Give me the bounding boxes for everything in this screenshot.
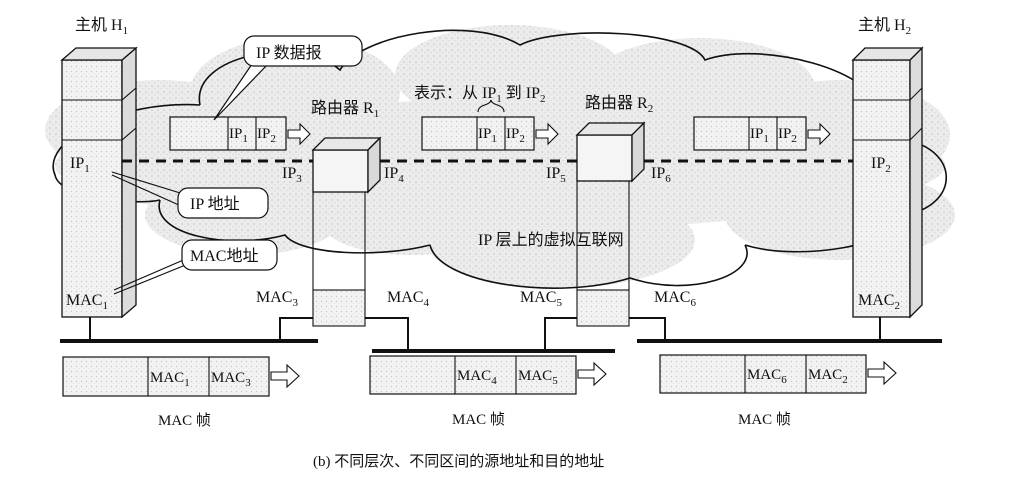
h2-mac-label: MAC2 [858, 292, 900, 312]
svg-text:主机 H1: 主机 H1 [75, 16, 128, 37]
host-h2: 主机 H2 IP2 MAC2 [851, 16, 924, 340]
frame-3-src: MAC6 [747, 367, 787, 386]
frame-1-caption: MAC 帧 [158, 412, 211, 429]
frame-1-arrow-icon [270, 363, 300, 389]
annotation-brace-icon [477, 99, 505, 113]
frame-3-caption: MAC 帧 [738, 411, 791, 428]
frame-3-dst: MAC2 [808, 367, 848, 386]
callout-mac-address: MAC地址 [113, 239, 278, 295]
r1-label: 路由器 R [311, 99, 374, 117]
packet-2-dst: IP2 [506, 126, 525, 145]
packet-3-src: IP1 [750, 126, 769, 145]
frame-2-arrow-icon [577, 361, 607, 387]
frame-2-src: MAC4 [457, 368, 497, 387]
figure-caption: (b) 不同层次、不同区间的源地址和目的地址 [313, 453, 604, 470]
svg-text:IP 数据报: IP 数据报 [256, 44, 322, 62]
r1-mac-right: MAC4 [387, 289, 429, 309]
r1-mac-left: MAC3 [256, 289, 298, 309]
host-h1: 主机 H1 IP1 MAC1 [60, 16, 138, 340]
h1-mac-label: MAC1 [66, 292, 108, 312]
r2-ip-left: IP5 [546, 165, 566, 185]
r2-label: 路由器 R [585, 94, 648, 112]
r1-ip-right: IP4 [384, 165, 404, 185]
r2-mac-left: MAC5 [520, 289, 562, 309]
packet-3-dst: IP2 [778, 126, 797, 145]
h1-ip-label: IP1 [70, 155, 90, 175]
frame-3-arrow-icon [867, 360, 897, 386]
annotation-text: 表示：从 IP1 到 IP2 [414, 84, 545, 105]
packet-1-arrow-icon [287, 122, 311, 146]
r2-mac-right: MAC6 [654, 289, 696, 309]
frame-2-dst: MAC5 [518, 368, 558, 387]
svg-text:MAC地址: MAC地址 [190, 247, 258, 265]
svg-text:路由器 R2: 路由器 R2 [585, 94, 653, 115]
svg-text:IP 地址: IP 地址 [190, 195, 240, 213]
router-r2: 路由器 R2 IP5 IP6 MAC5 MAC6 [520, 94, 696, 350]
packet-2-src: IP1 [478, 126, 497, 145]
ip-packet-2: IP1 IP2 [421, 99, 559, 151]
frame-2-caption: MAC 帧 [452, 411, 505, 428]
mac-frame-1: MAC1 MAC3 MAC 帧 [62, 356, 300, 429]
svg-text:路由器 R1: 路由器 R1 [311, 99, 379, 120]
router-r1: 路由器 R1 IP3 IP4 MAC3 MAC4 [256, 99, 429, 350]
packet-1-src: IP1 [229, 126, 248, 145]
callout-ip-datagram: IP 数据报 [213, 35, 363, 121]
h2-label: 主机 H [858, 16, 906, 34]
callout-ip-address: IP 地址 [111, 171, 269, 219]
frame-1-src: MAC1 [150, 370, 190, 389]
ip-packet-1: IP1 IP2 [169, 116, 311, 151]
frame-1-dst: MAC3 [211, 370, 251, 389]
packet-1-dst: IP2 [257, 126, 276, 145]
svg-text:主机 H2: 主机 H2 [858, 16, 911, 37]
mac-frame-2: MAC4 MAC5 MAC 帧 [369, 355, 607, 428]
packet-2-arrow-icon [535, 122, 559, 146]
ip-packet-3: IP1 IP2 [693, 116, 831, 151]
h2-ip-label: IP2 [871, 155, 891, 175]
physical-networks [60, 339, 942, 353]
cloud-label: IP 层上的虚拟互联网 [478, 231, 624, 249]
mac-frame-3: MAC6 MAC2 MAC 帧 [659, 354, 897, 428]
r2-ip-right: IP6 [651, 165, 671, 185]
r1-ip-left: IP3 [282, 165, 302, 185]
packet-3-arrow-icon [807, 122, 831, 146]
h1-label: 主机 H [75, 16, 123, 34]
